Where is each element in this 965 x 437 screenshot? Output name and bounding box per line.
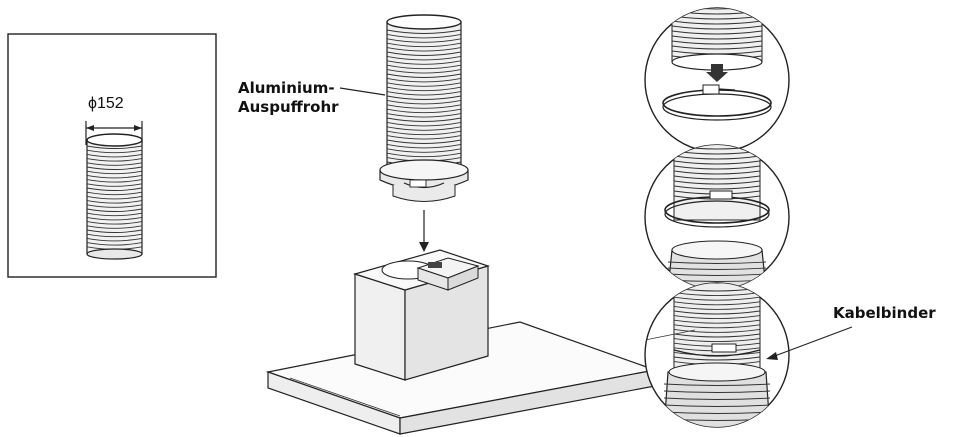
detail-step-3: [644, 282, 790, 428]
mounting-arrow: [419, 210, 429, 252]
detail-step-1: [644, 7, 790, 153]
exhaust-pipe-illustration: [379, 14, 469, 202]
detail-step-2: [644, 144, 790, 290]
range-hood-illustration: [265, 249, 658, 435]
pipe-label-line1: Aluminium-: [238, 79, 335, 97]
pipe-label-leader: [339, 87, 386, 96]
cable-tie-label: Kabelbinder: [766, 304, 936, 360]
pipe-label-line2: Auspuffrohr: [238, 98, 339, 116]
pipe-label: Aluminium- Auspuffrohr: [238, 79, 386, 116]
dimension-arrow: [85, 121, 143, 145]
cable-tie-text: Kabelbinder: [833, 304, 936, 322]
small-pipe-illustration: [86, 133, 143, 260]
pipe-dimension-panel: ϕ152: [7, 33, 217, 278]
cable-tie-leader: [771, 326, 853, 358]
diameter-label: ϕ152: [88, 95, 124, 112]
